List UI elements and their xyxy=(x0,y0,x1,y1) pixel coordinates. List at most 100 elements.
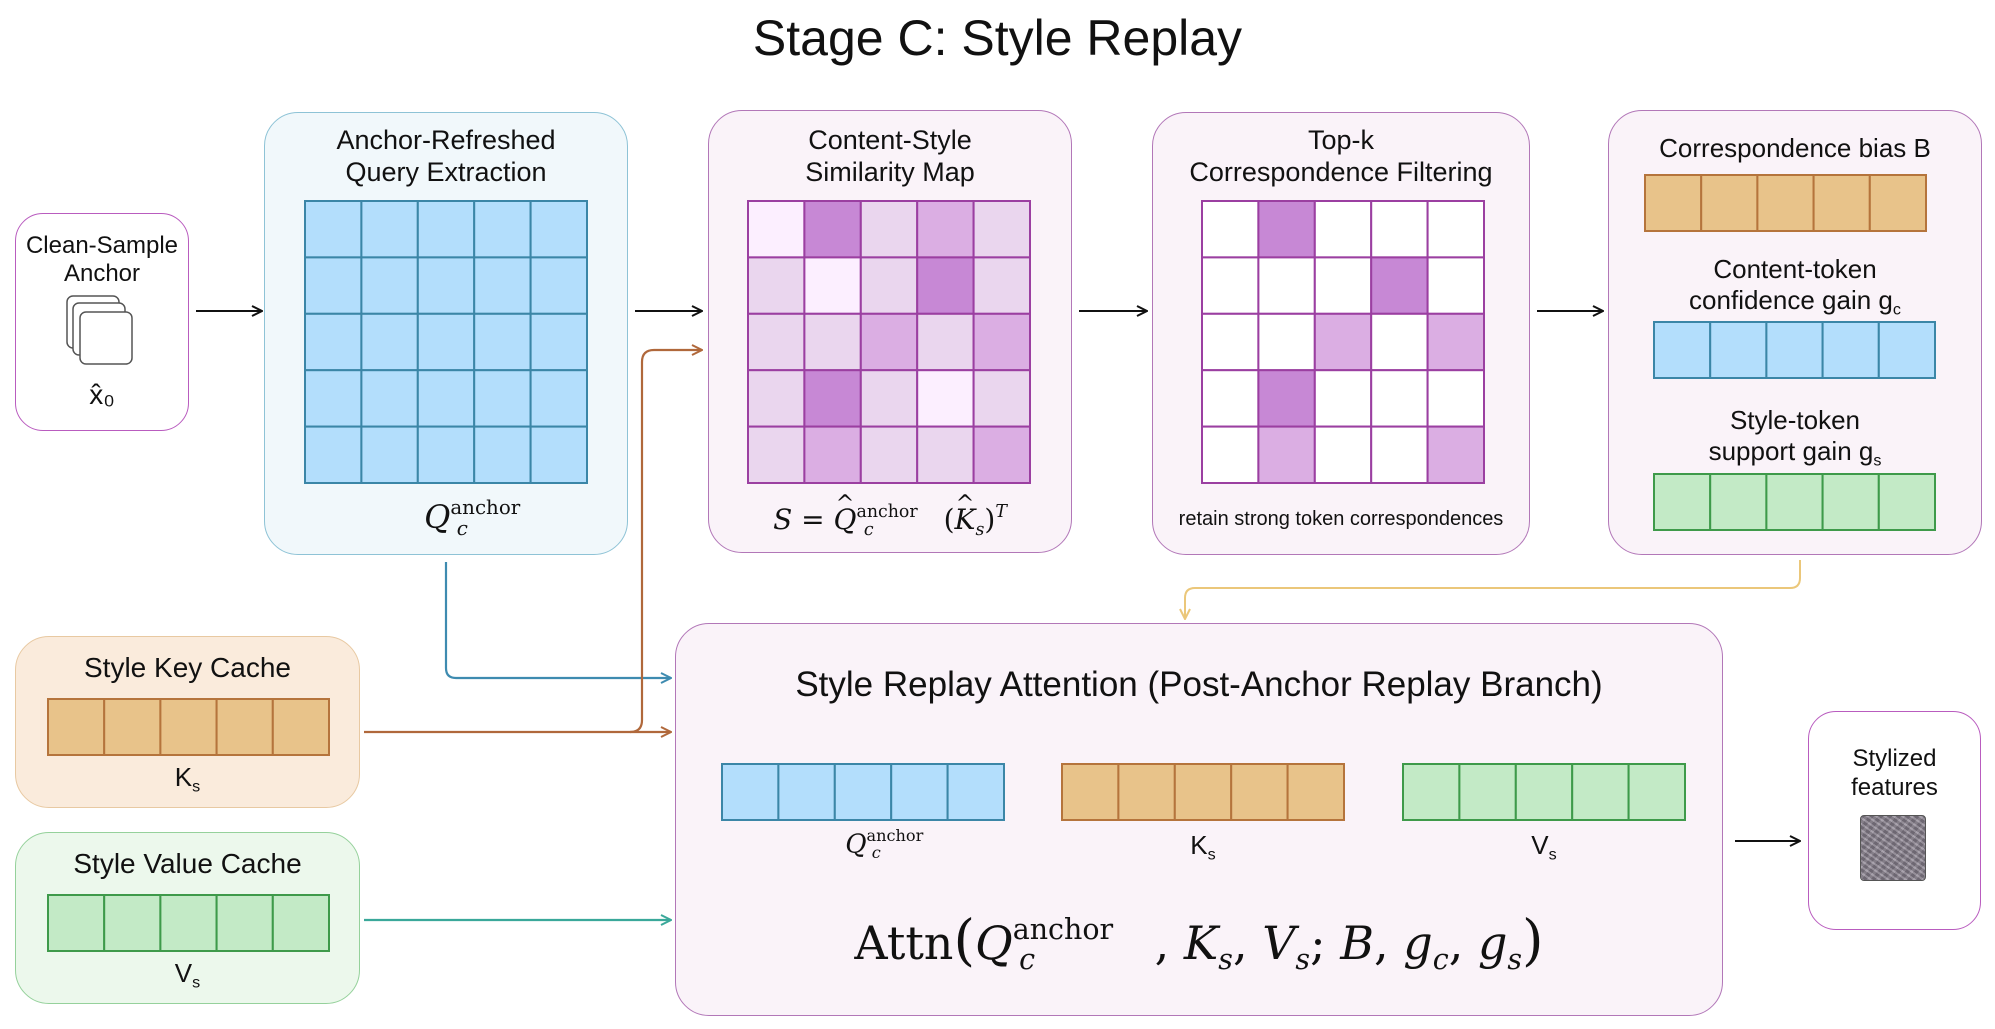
similarity-grid-cell xyxy=(972,256,1031,315)
replay-k-strip-cell xyxy=(1117,763,1176,821)
query-grid-cell xyxy=(529,200,588,259)
bias-strip-cell xyxy=(1644,174,1703,232)
query-grid-cell xyxy=(416,425,476,485)
style-gain-strip-cell xyxy=(1821,473,1880,531)
style-gain-strip-cell xyxy=(1709,473,1768,531)
replay-k-strip-cell xyxy=(1061,763,1120,821)
similarity-grid-cell xyxy=(747,256,806,315)
topk-grid-cell xyxy=(1370,369,1429,428)
key-cache-strip-cell xyxy=(215,698,274,756)
content-gain-line1: Content-token xyxy=(1713,254,1877,284)
topk-grid-cell xyxy=(1313,425,1373,485)
style-gain-strip-cell xyxy=(1653,473,1712,531)
bias-strip-cell xyxy=(1812,174,1871,232)
replay-q-label: Qanchorc xyxy=(845,826,924,862)
topk-title-line1: Top-k xyxy=(1307,125,1375,155)
style-gain-strip-cell xyxy=(1765,473,1824,531)
content-gain-strip-cell xyxy=(1877,321,1937,379)
replay-q-strip-cell xyxy=(946,763,1005,821)
query-grid-cell xyxy=(304,256,363,315)
query-grid-cell xyxy=(360,256,419,315)
query-grid-cell xyxy=(473,312,532,372)
query-grid-cell xyxy=(360,312,419,372)
query-title-line1: Anchor-Refreshed xyxy=(336,125,556,155)
query-grid-cell xyxy=(416,200,476,259)
topk-grid-cell xyxy=(1201,312,1260,372)
similarity-title-line1: Content-Style xyxy=(808,125,972,155)
similarity-grid-cell xyxy=(803,200,862,259)
topk-grid-cell xyxy=(1257,200,1316,259)
value-cache-strip-cell xyxy=(47,894,106,952)
key-cache-strip-cell xyxy=(47,698,106,756)
key-cache-strip-cell xyxy=(103,698,162,756)
topk-grid-cell xyxy=(1370,425,1429,485)
query-grid-cell xyxy=(304,200,363,259)
similarity-title-line2: Similarity Map xyxy=(805,157,975,187)
key-cache-symbol: Ks xyxy=(174,762,201,796)
topk-caption: retain strong token correspondences xyxy=(1178,508,1504,530)
content-gain-strip-cell xyxy=(1765,321,1824,379)
replay-q-strip-cell xyxy=(833,763,893,821)
replay-k-strip-cell xyxy=(1286,763,1345,821)
replay-v-strip-cell xyxy=(1627,763,1686,821)
content-gain-strip-cell xyxy=(1709,321,1768,379)
similarity-grid-cell xyxy=(916,256,975,315)
arrow-query-to-replay xyxy=(444,562,671,678)
query-grid-cell xyxy=(360,425,419,485)
replay-v-strip-cell xyxy=(1571,763,1630,821)
query-grid-cell xyxy=(529,256,588,315)
replay-formula: Attn(Qanchorc, Ks, Vs; B, gc, gs) xyxy=(854,909,1544,976)
topk-grid-cell xyxy=(1257,312,1316,372)
similarity-grid-cell xyxy=(859,369,919,428)
topk-grid-cell xyxy=(1257,425,1316,485)
query-grid-cell xyxy=(304,312,363,372)
topk-grid-cell xyxy=(1257,369,1316,428)
topk-grid-cell xyxy=(1313,312,1373,372)
value-cache-strip-cell xyxy=(271,894,330,952)
topk-grid-cell xyxy=(1370,312,1429,372)
similarity-grid-cell xyxy=(803,312,862,372)
similarity-grid-cell xyxy=(972,312,1031,372)
arrow-modulation-to-replay xyxy=(1185,560,1801,619)
query-grid-cell xyxy=(360,200,419,259)
similarity-grid-cell xyxy=(803,369,862,428)
query-grid-cell xyxy=(304,369,363,428)
similarity-grid-cell xyxy=(859,312,919,372)
style-gain-line2: support gain gs xyxy=(1708,436,1882,470)
topk-grid-cell xyxy=(1201,425,1260,485)
content-gain-strip-cell xyxy=(1821,321,1880,379)
topk-grid-cell xyxy=(1426,425,1485,485)
topk-grid-cell xyxy=(1201,256,1260,315)
similarity-grid-cell xyxy=(916,200,975,259)
topk-grid-cell xyxy=(1426,200,1485,259)
query-grid-cell xyxy=(360,369,419,428)
similarity-grid-cell xyxy=(747,312,806,372)
similarity-grid-cell xyxy=(859,425,919,485)
topk-grid-cell xyxy=(1370,256,1429,315)
value-cache-symbol: Vs xyxy=(174,958,201,992)
bias-strip-cell xyxy=(1868,174,1928,232)
value-cache-strip-cell xyxy=(215,894,274,952)
query-grid-cell xyxy=(416,312,476,372)
query-grid-cell xyxy=(473,256,532,315)
replay-v-strip-cell xyxy=(1514,763,1574,821)
topk-title-line2: Correspondence Filtering xyxy=(1189,157,1493,187)
query-grid-cell xyxy=(473,369,532,428)
query-math-label: Qanchorc xyxy=(424,496,521,540)
query-grid-cell xyxy=(416,369,476,428)
similarity-grid-cell xyxy=(972,369,1031,428)
replay-v-label: Vs xyxy=(1531,830,1557,864)
similarity-grid-cell xyxy=(916,425,975,485)
stylized-feature-thumbnail xyxy=(1860,815,1926,881)
topk-grid-cell xyxy=(1313,256,1373,315)
bias-strip-cell xyxy=(1756,174,1815,232)
topk-grid-cell xyxy=(1257,256,1316,315)
query-grid-cell xyxy=(473,200,532,259)
similarity-grid-cell xyxy=(803,425,862,485)
query-title-line2: Query Extraction xyxy=(345,157,547,187)
replay-k-strip-cell xyxy=(1173,763,1233,821)
replay-q-strip-cell xyxy=(890,763,949,821)
similarity-equation: S = Qanchorc(Ks)T xyxy=(708,491,1072,541)
topk-grid-cell xyxy=(1370,200,1429,259)
